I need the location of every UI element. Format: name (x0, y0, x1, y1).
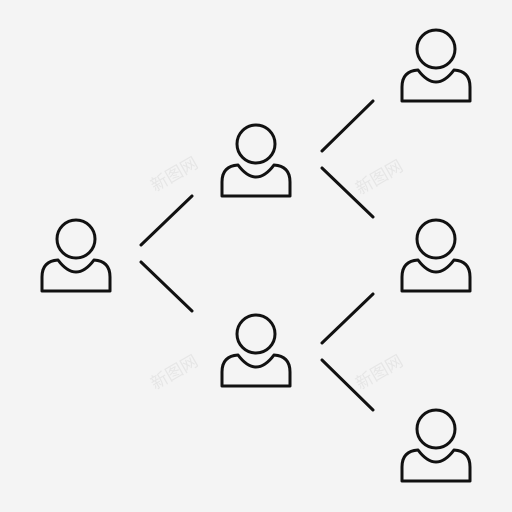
mid-top-person-icon (220, 123, 292, 198)
connector-line-mid-bottom-to-leaf-middle (320, 292, 375, 345)
connector-line-root-to-mid-bottom (139, 260, 194, 313)
person-nodes (40, 28, 472, 483)
mid-bottom-person-icon (220, 313, 292, 388)
person-body (400, 448, 472, 483)
person-head (235, 313, 277, 355)
person-head (55, 218, 97, 260)
person-body (40, 258, 112, 293)
leaf-top-person-icon (400, 28, 472, 103)
person-body (400, 68, 472, 103)
connector-line-root-to-mid-top (139, 194, 194, 247)
person-body (400, 258, 472, 293)
connector-line-mid-top-to-leaf-middle (320, 166, 375, 219)
person-head (415, 218, 457, 260)
root-person-icon (40, 218, 112, 293)
connector-line-mid-top-to-leaf-top (320, 99, 375, 153)
person-head (415, 408, 457, 450)
connector-line-mid-bottom-to-leaf-bottom (320, 358, 375, 412)
person-body (220, 353, 292, 388)
person-head (235, 123, 277, 165)
connector-lines (139, 99, 375, 412)
leaf-middle-person-icon (400, 218, 472, 293)
person-body (220, 163, 292, 198)
leaf-bottom-person-icon (400, 408, 472, 483)
person-head (415, 28, 457, 70)
